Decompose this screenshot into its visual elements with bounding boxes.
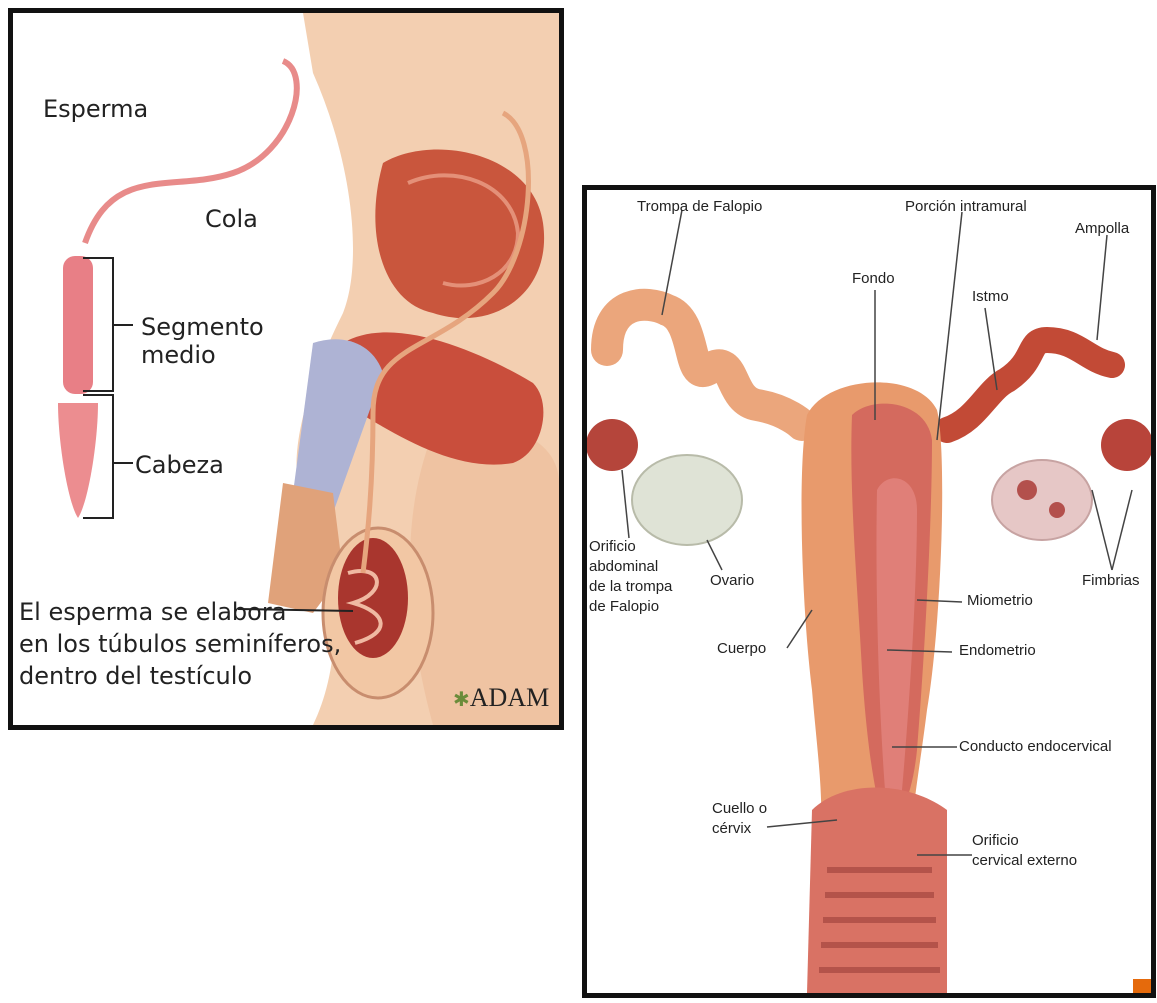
label-cola: Cola <box>205 205 258 233</box>
label-segmento-medio: Segmento medio <box>141 313 264 369</box>
adam-logo-mark: ✱ <box>453 689 470 711</box>
label-cuerpo: Cuerpo <box>717 640 766 657</box>
label-orificio-abdominal-3: de la trompa <box>589 578 672 595</box>
label-cabeza: Cabeza <box>135 451 224 479</box>
label-cuello-1: Cuello o <box>712 800 767 817</box>
label-orificio-abdominal-2: abdominal <box>589 558 658 575</box>
label-orificio-cervical-2: cervical externo <box>972 852 1077 869</box>
label-ovario: Ovario <box>710 572 754 589</box>
caption-line-3: dentro del testículo <box>19 662 252 690</box>
label-orificio-abdominal-4: de Falopio <box>589 598 659 615</box>
accent-corner <box>1133 979 1151 993</box>
label-esperma: Esperma <box>43 95 148 123</box>
label-ampolla: Ampolla <box>1075 220 1129 237</box>
female-anatomy-panel: Trompa de Falopio Porción intramural Amp… <box>582 185 1156 998</box>
label-trompa-de-falopio: Trompa de Falopio <box>637 198 762 215</box>
label-conducto-endocervical: Conducto endocervical <box>959 738 1112 755</box>
adam-logo-text: ADAM <box>470 683 549 712</box>
label-miometrio: Miometrio <box>967 592 1033 609</box>
label-cuello-2: cérvix <box>712 820 751 837</box>
label-istmo: Istmo <box>972 288 1009 305</box>
male-anatomy-panel: Esperma Cola Segmento medio Cabeza El es… <box>8 8 564 730</box>
caption-line-1: El esperma se elabora <box>19 598 286 626</box>
label-fimbrias: Fimbrias <box>1082 572 1140 589</box>
label-fondo: Fondo <box>852 270 895 287</box>
label-orificio-abdominal-1: Orificio <box>589 538 636 555</box>
label-porcion-intramural: Porción intramural <box>905 198 1027 215</box>
adam-logo: ✱ADAM <box>453 683 549 713</box>
label-endometrio: Endometrio <box>959 642 1036 659</box>
label-orificio-cervical-1: Orificio <box>972 832 1019 849</box>
caption-line-2: en los túbulos seminíferos, <box>19 630 341 658</box>
